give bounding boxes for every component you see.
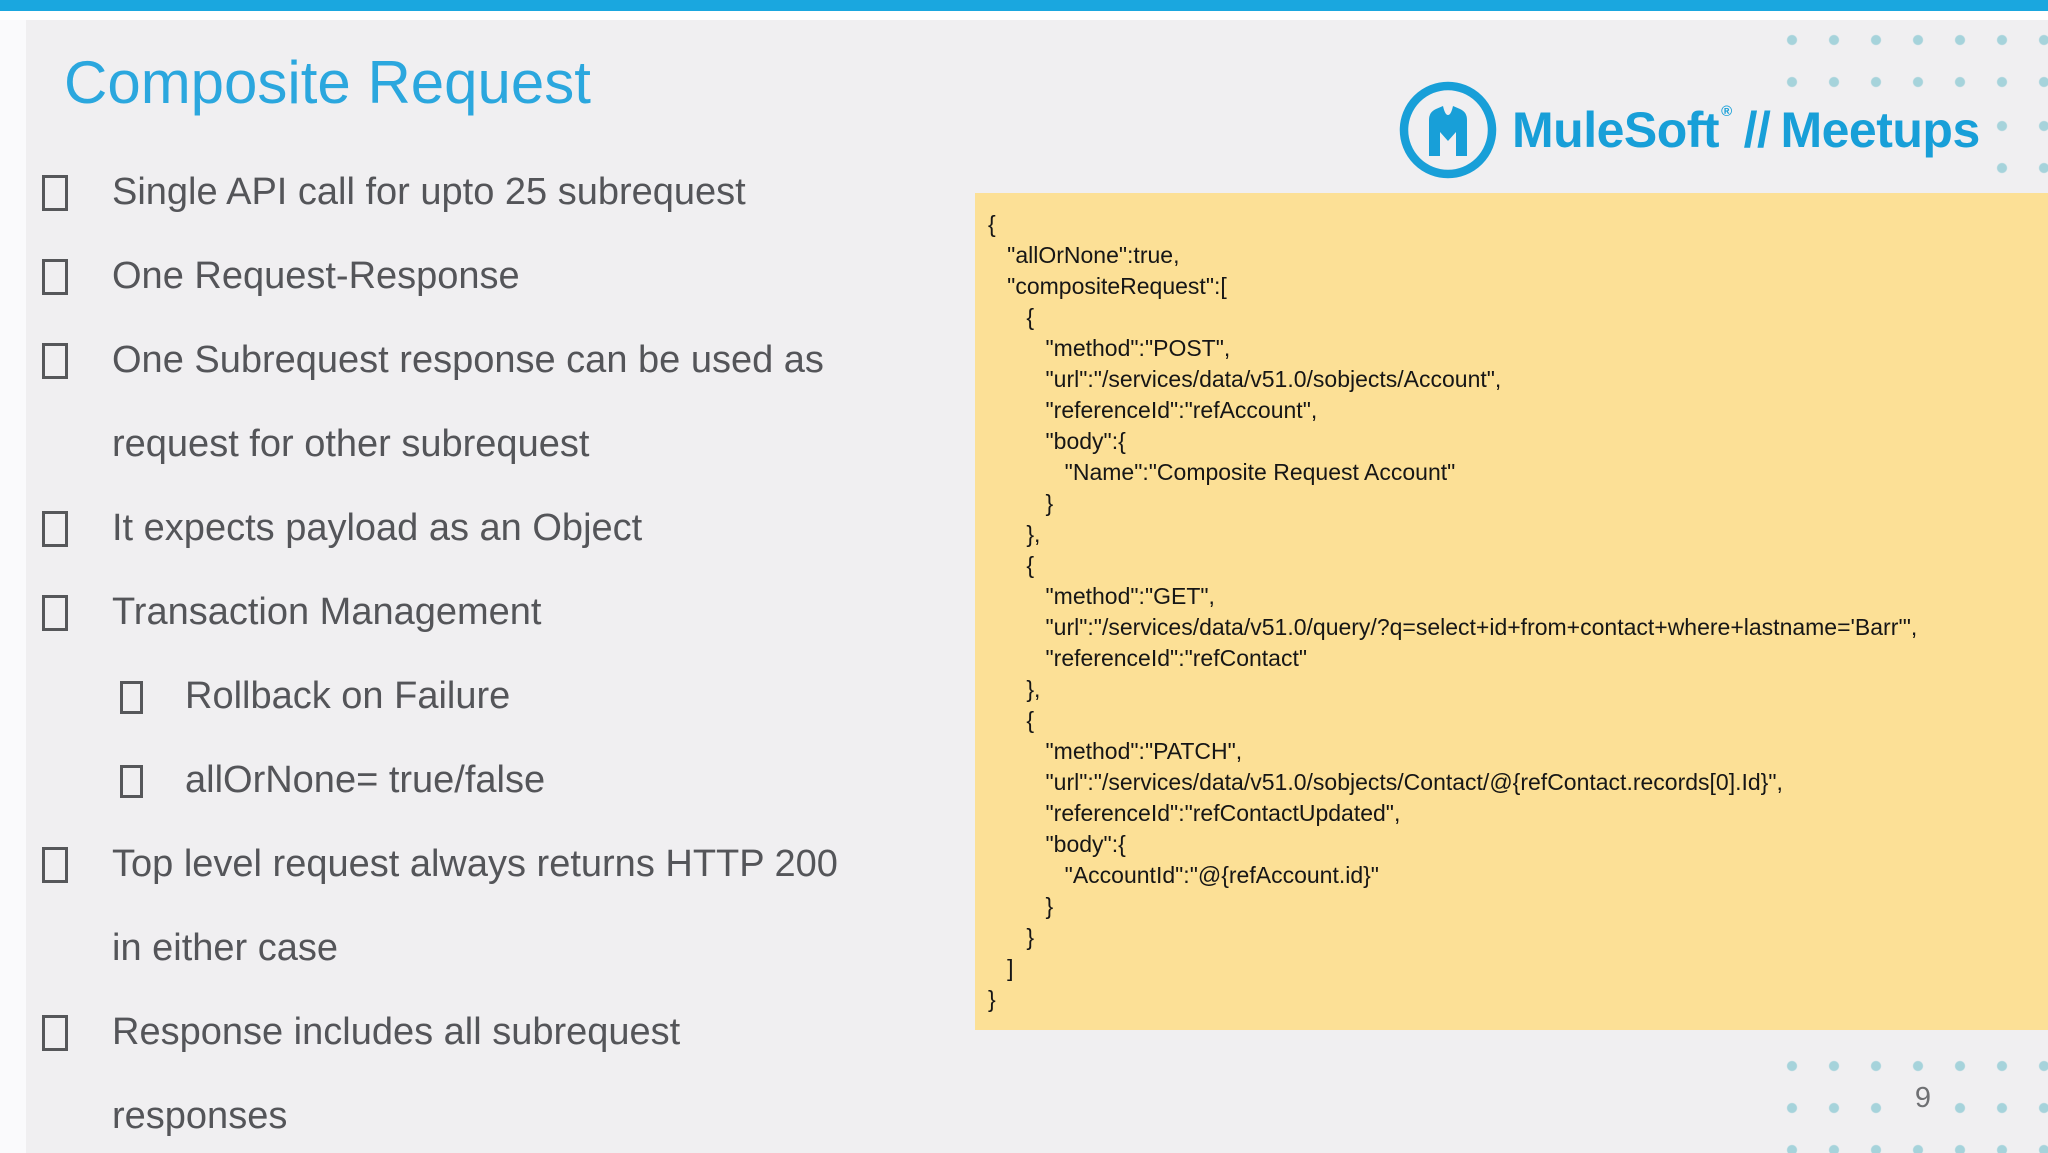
logo-separator: // xyxy=(1743,102,1771,158)
registered-mark: ® xyxy=(1721,103,1732,120)
left-edge-strip xyxy=(0,20,26,1153)
logo-brand: MuleSoft xyxy=(1512,102,1720,158)
code-text: { "allOrNone":true, "compositeRequest":[… xyxy=(988,211,1918,1012)
list-item-sub: Rollback on Failure xyxy=(120,654,927,738)
top-white-band xyxy=(0,11,2048,20)
missing-glyph-bullet-icon xyxy=(120,681,143,714)
code-panel: { "allOrNone":true, "compositeRequest":[… xyxy=(975,193,2048,1030)
list-item-text: Single API call for upto 25 subrequest xyxy=(112,171,746,213)
list-item-text: Response includes all subrequest respons… xyxy=(112,1011,681,1137)
bullet-list: Single API call for upto 25 subrequest O… xyxy=(42,150,927,1153)
logo-suffix: Meetups xyxy=(1780,102,1980,158)
list-item: It expects payload as an Object xyxy=(42,486,927,570)
list-item-text: One Subrequest response can be used as r… xyxy=(112,339,824,465)
missing-glyph-bullet-icon xyxy=(120,765,143,798)
mulesoft-m-icon xyxy=(1399,81,1497,179)
list-item-text: Top level request always returns HTTP 20… xyxy=(112,843,838,969)
list-item: Transaction Management xyxy=(42,570,927,654)
list-item: One Subrequest response can be used as r… xyxy=(42,318,927,486)
list-item: Top level request always returns HTTP 20… xyxy=(42,822,927,990)
list-item-text: Rollback on Failure xyxy=(185,675,511,717)
list-item: Single API call for upto 25 subrequest xyxy=(42,150,927,234)
dot-grid-top-right xyxy=(1780,28,2048,100)
missing-glyph-bullet-icon xyxy=(42,259,68,295)
dot-grid-right xyxy=(1990,114,2048,186)
page-title: Composite Request xyxy=(64,49,591,116)
missing-glyph-bullet-icon xyxy=(42,175,68,211)
top-accent-bar xyxy=(0,0,2048,11)
missing-glyph-bullet-icon xyxy=(42,511,68,547)
list-item: One Request-Response xyxy=(42,234,927,318)
list-item-sub: allOrNone= true/false xyxy=(120,738,927,822)
list-item-text: One Request-Response xyxy=(112,255,520,297)
missing-glyph-bullet-icon xyxy=(42,595,68,631)
list-item-text: Transaction Management xyxy=(112,591,542,633)
list-item: Response includes all subrequest respons… xyxy=(42,990,927,1153)
list-item-text: It expects payload as an Object xyxy=(112,507,643,549)
list-item-text: allOrNone= true/false xyxy=(185,759,546,801)
missing-glyph-bullet-icon xyxy=(42,1015,68,1051)
missing-glyph-bullet-icon xyxy=(42,343,68,379)
missing-glyph-bullet-icon xyxy=(42,847,68,883)
page-number: 9 xyxy=(1901,1076,1945,1120)
mulesoft-meetups-logo: MuleSoft ® // Meetups xyxy=(1398,80,1980,180)
logo-wordmark: MuleSoft ® // Meetups xyxy=(1512,101,1980,159)
